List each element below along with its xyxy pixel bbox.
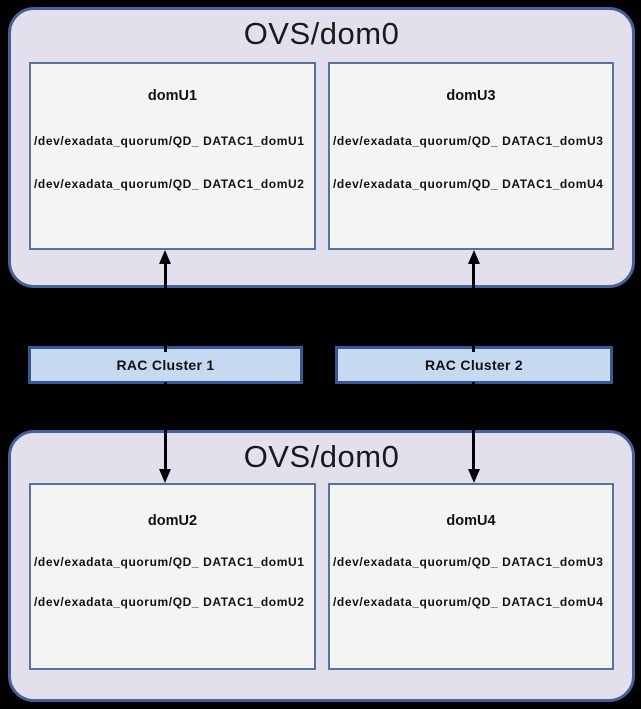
quorum-disk-path: /dev/exadata_quorum/QD_ DATAC1_domU3 <box>333 134 604 148</box>
quorum-disk-path: /dev/exadata_quorum/QD_ DATAC1_domU4 <box>333 595 604 609</box>
arrow-line <box>164 262 167 352</box>
vm-title: domU4 <box>446 513 496 529</box>
quorum-disk-path: /dev/exadata_quorum/QD_ DATAC1_domU1 <box>34 134 305 148</box>
vm-title: domU2 <box>147 513 198 529</box>
vm-card-domu4: domU4 /dev/exadata_quorum/QD_ DATAC1_dom… <box>328 483 614 670</box>
arrow-down-icon <box>159 469 171 483</box>
vm-title: domU3 <box>446 88 496 104</box>
arrow-up-icon <box>468 250 480 264</box>
quorum-disk-path: /dev/exadata_quorum/QD_ DATAC1_domU2 <box>34 595 305 609</box>
quorum-disk-path: /dev/exadata_quorum/QD_ DATAC1_domU1 <box>34 555 305 569</box>
vm-card-domu1: domU1 /dev/exadata_quorum/QD_ DATAC1_dom… <box>29 62 316 250</box>
cluster-label: RAC Cluster 2 <box>424 357 524 373</box>
vm-title: domU1 <box>147 88 198 104</box>
host-title-bottom: OVS/dom0 <box>243 439 400 474</box>
cluster-label: RAC Cluster 1 <box>116 357 215 373</box>
quorum-disk-path: /dev/exadata_quorum/QD_ DATAC1_domU4 <box>333 177 604 191</box>
arrow-down-icon <box>468 469 480 483</box>
vm-card-domu3: domU3 /dev/exadata_quorum/QD_ DATAC1_dom… <box>328 62 614 250</box>
arrow-line <box>164 382 167 470</box>
host-title-top: OVS/dom0 <box>243 16 400 51</box>
quorum-disk-path: /dev/exadata_quorum/QD_ DATAC1_domU3 <box>333 555 604 569</box>
quorum-disk-path: /dev/exadata_quorum/QD_ DATAC1_domU2 <box>34 177 305 191</box>
vm-card-domu2: domU2 /dev/exadata_quorum/QD_ DATAC1_dom… <box>29 483 316 670</box>
arrow-up-icon <box>159 250 171 264</box>
arrow-line <box>472 262 475 352</box>
arrow-line <box>472 382 475 470</box>
